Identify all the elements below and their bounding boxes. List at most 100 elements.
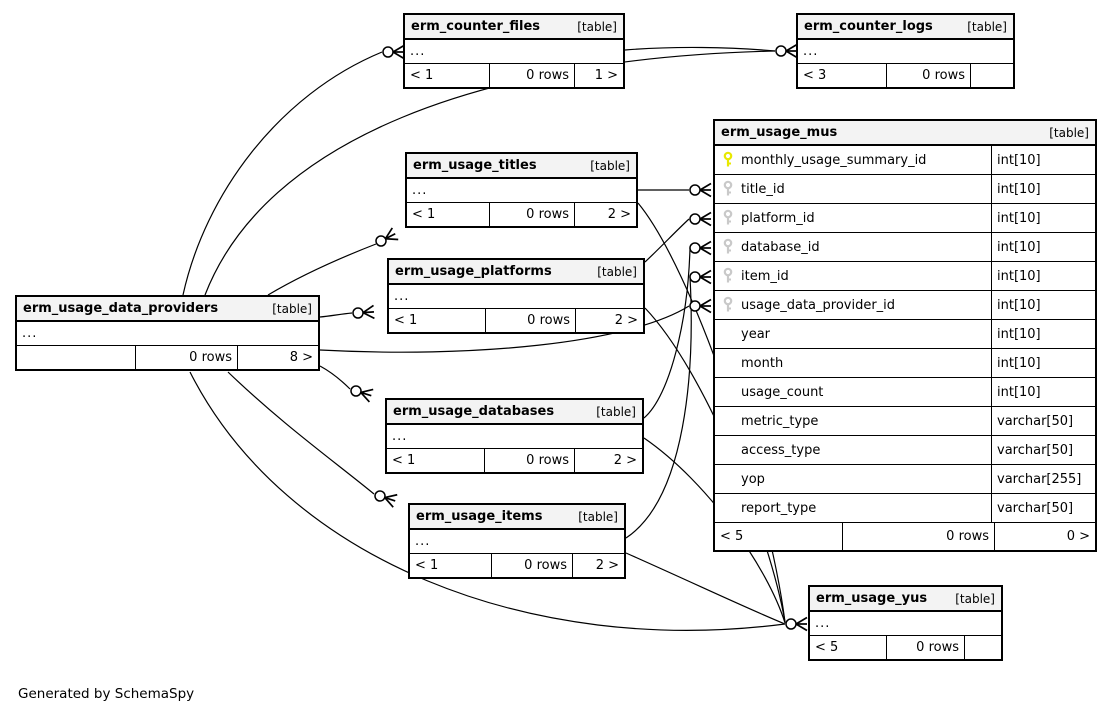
table-erm-counter-logs[interactable]: erm_counter_logs[table]... < 3 0 rows [796,13,1015,89]
primary-key-icon [715,146,741,174]
no-key-spacer [715,436,741,464]
column-row-access-type: access_type varchar[50] [715,436,1095,465]
column-type: int[10] [991,204,1095,232]
table-title: erm_usage_data_providers [23,301,219,316]
incoming-relations-count [17,346,135,369]
mus-usage-data-provider-id-endpoint [689,298,712,314]
table-type-badge: [table] [577,19,617,34]
row-count: 0 rows [489,203,574,226]
column-type: varchar[50] [991,436,1095,464]
edge-data-providers-to-usage-databases [319,365,351,390]
edge-usage-items-to-usage-yus [625,552,786,625]
edge-counter-files-to-counter-logs [624,46,776,52]
column-name: title_id [741,181,785,197]
no-key-spacer [715,320,741,348]
table-erm-usage-mus[interactable]: erm_usage_mus[table]monthly_usage_summar… [713,119,1097,552]
outgoing-relations-count: 0 > [994,523,1095,550]
outgoing-relations-count [970,64,1013,87]
incoming-relations-count: < 1 [415,558,439,573]
column-type: int[10] [991,291,1095,319]
row-count: 0 rows [484,449,574,472]
incoming-relations-count: < 1 [412,207,436,222]
foreign-key-icon [715,233,741,261]
column-name: yop [741,471,765,487]
collapsed-columns-ellipsis: ... [389,285,643,309]
column-name: year [741,326,771,342]
table-header: erm_usage_data_providers [table] [17,297,318,322]
foreign-key-icon [715,204,741,232]
collapsed-columns-ellipsis: ... [410,530,624,554]
usage-titles-fk-endpoint [375,227,399,247]
table-type-badge: [table] [272,301,312,316]
collapsed-columns-ellipsis: ... [387,425,642,449]
row-count: 0 rows [485,309,575,332]
table-type-badge: [table] [590,158,630,173]
column-type: int[10] [991,175,1095,203]
table-title: erm_usage_items [416,509,543,524]
table-title: erm_usage_platforms [395,264,552,279]
outgoing-relations-count: 2 > [575,309,643,332]
table-title: erm_counter_logs [804,19,933,34]
incoming-relations-count: < 5 [815,640,839,655]
incoming-relations-count: < 5 [720,529,744,544]
no-key-spacer [715,378,741,406]
outgoing-relations-count: 2 > [574,449,642,472]
column-row-title-id: title_id int[10] [715,175,1095,204]
no-key-spacer [715,407,741,435]
no-key-spacer [715,465,741,493]
table-erm-usage-data-providers[interactable]: erm_usage_data_providers [table]...0 rows… [15,295,320,371]
row-count: 0 rows [135,346,237,369]
table-header: erm_counter_logs[table] [798,15,1013,40]
table-type-badge: [table] [597,264,637,279]
column-name: monthly_usage_summary_id [741,152,927,168]
generated-by-note: Generated by SchemaSpy [18,686,195,702]
column-name: access_type [741,442,821,458]
usage-databases-fk-endpoint [350,385,374,403]
collapsed-columns-ellipsis: ... [810,612,1001,636]
edge-data-providers-to-usage-items [227,371,375,495]
collapsed-columns-ellipsis: ... [17,322,318,346]
table-title: erm_usage_yus [816,591,928,606]
column-type: int[10] [991,349,1095,377]
incoming-relations-count: < 3 [803,68,827,83]
table-header: erm_usage_items [table] [410,505,624,530]
column-name: usage_data_provider_id [741,297,896,313]
table-type-badge: [table] [578,509,618,524]
outgoing-relations-count: 2 > [572,554,624,577]
mus-item-id-endpoint [689,269,712,285]
foreign-key-icon [715,262,741,290]
edge-usage-databases-to-mus-database-id [643,247,691,419]
incoming-relations-count: < 1 [392,453,416,468]
table-header: erm_usage_platforms [table] [389,260,643,285]
no-key-spacer [715,349,741,377]
table-header: erm_usage_titles[table] [407,154,636,179]
counter-logs-fk-endpoint [775,43,798,59]
counter-files-fk-endpoint [382,44,405,60]
row-count: 0 rows [842,523,994,550]
edge-data-providers-to-usage-titles [267,243,377,296]
column-type: varchar[50] [991,494,1095,522]
row-count: 0 rows [489,64,574,87]
edge-data-providers-to-counter-logs [204,50,776,296]
incoming-relations-count: < 1 [410,68,434,83]
collapsed-columns-ellipsis: ... [798,40,1013,64]
row-count: 0 rows [886,64,970,87]
table-type-badge: [table] [1049,125,1089,140]
edge-data-providers-to-mus-usage-data-provider-id [319,305,690,353]
